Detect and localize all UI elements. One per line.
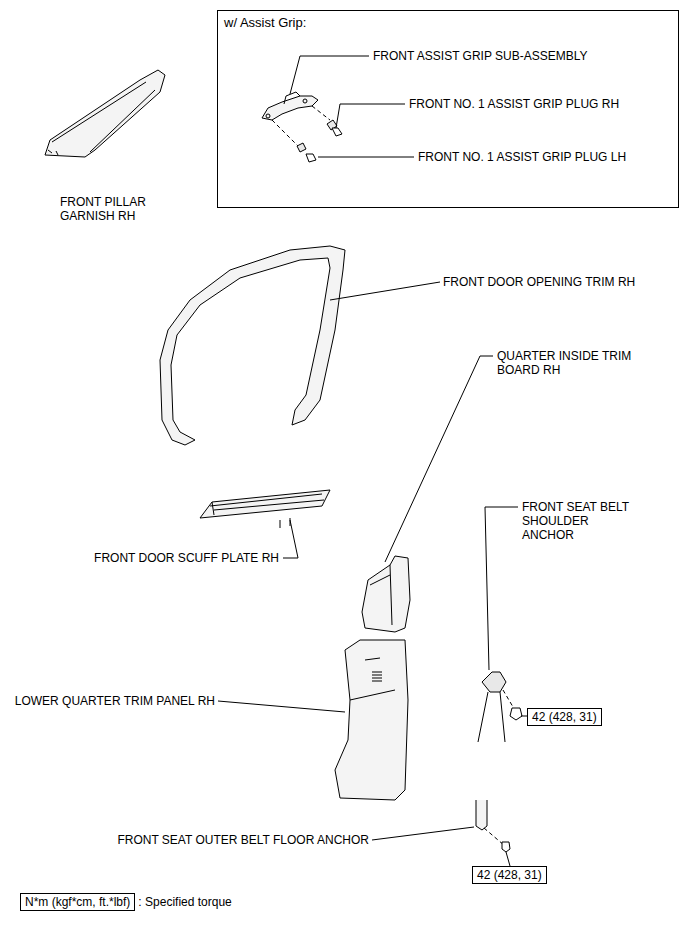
group-heading: w/ Assist Grip: [218, 11, 678, 35]
part-name: FRONT NO. 1 ASSIST GRIP PLUG LH [418, 150, 626, 164]
legend-text: : Specified torque [138, 895, 231, 909]
part-name: QUARTER INSIDE TRIM BOARD RH [497, 349, 647, 377]
part-name: FRONT PILLAR GARNISH RH [60, 195, 160, 223]
torque-value: 42 (428, 31) [472, 866, 547, 884]
part-name: FRONT DOOR OPENING TRIM RH [443, 275, 635, 289]
part-name: FRONT SEAT BELT SHOULDER ANCHOR [522, 500, 637, 542]
legend-unit-box: N*m (kgf*cm, ft.*lbf) [20, 893, 135, 911]
part-name: FRONT SEAT OUTER BELT FLOOR ANCHOR [117, 833, 369, 847]
torque-value: 42 (428, 31) [527, 708, 602, 726]
part-name: FRONT DOOR SCUFF PLATE RH [94, 551, 279, 565]
part-name: FRONT ASSIST GRIP SUB-ASSEMBLY [373, 49, 588, 63]
part-name: LOWER QUARTER TRIM PANEL RH [15, 694, 215, 708]
torque-legend: N*m (kgf*cm, ft.*lbf): Specified torque [20, 893, 232, 911]
part-name: FRONT NO. 1 ASSIST GRIP PLUG RH [409, 97, 619, 111]
torque-box: 42 (428, 31) [472, 866, 547, 884]
torque-box: 42 (428, 31) [527, 708, 602, 726]
